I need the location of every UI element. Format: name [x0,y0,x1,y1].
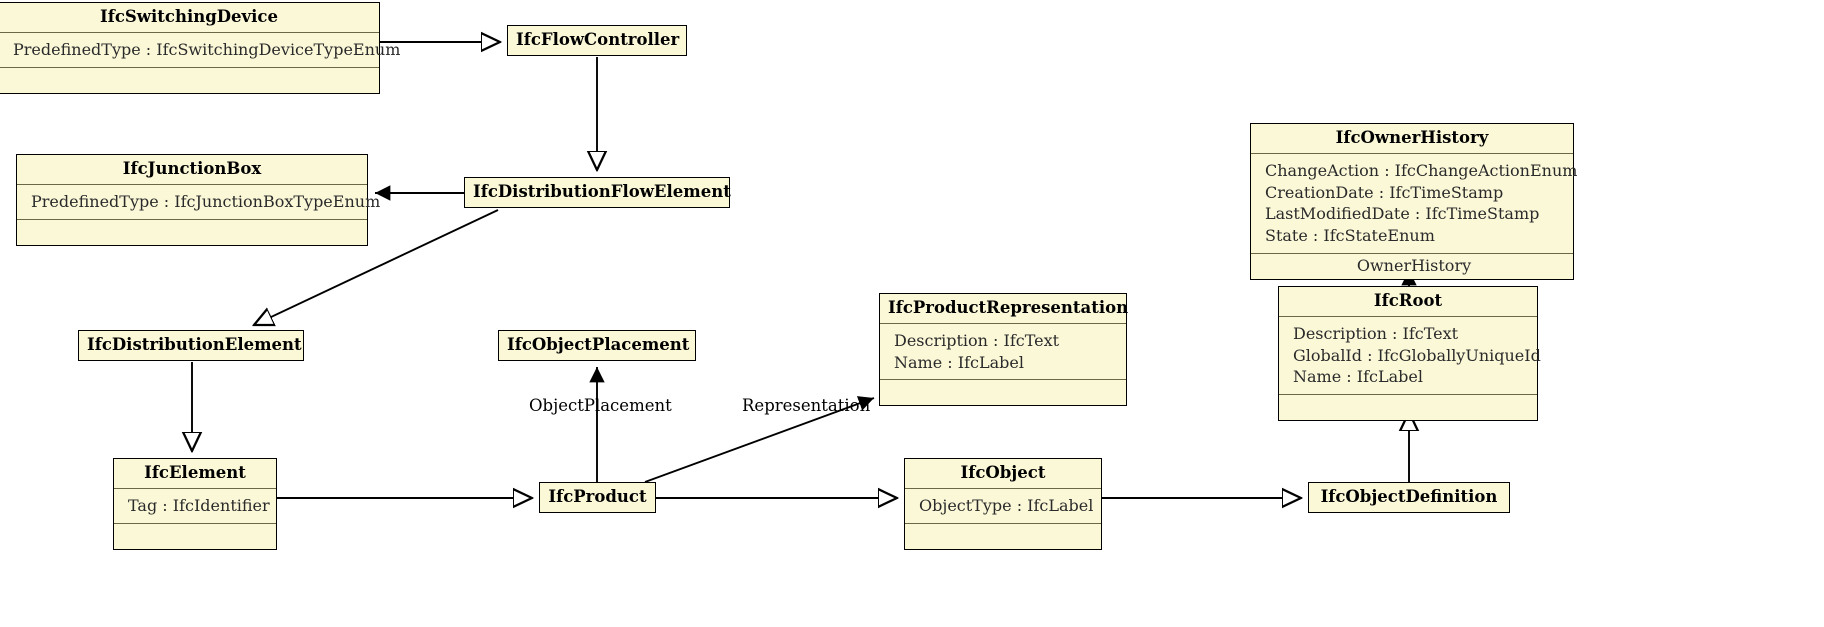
class-box-ifcobjectplacement[interactable]: IfcObjectPlacement [498,330,696,361]
compartment-separator [880,379,1126,381]
edge-label-representation: Representation [742,396,871,415]
class-title: IfcJunctionBox [122,159,262,178]
compartment-separator [1251,152,1573,154]
class-box-ifcobject[interactable]: IfcObject ObjectType : IfcLabel [904,458,1102,550]
class-operations [905,524,1101,549]
compartment-separator [17,218,367,220]
class-attributes: ObjectType : IfcLabel [905,489,1101,523]
class-title: IfcProductRepresentation [888,298,1129,317]
class-box-ifcownerhistory[interactable]: IfcOwnerHistory ChangeAction : IfcChange… [1250,123,1578,280]
attribute-line: Name : IfcLabel [1293,367,1423,387]
compartment-separator [114,522,276,524]
attribute-line: State : IfcStateEnum [1265,226,1435,246]
attribute-line: Tag : IfcIdentifier [128,495,270,515]
class-title: IfcElement [144,463,246,482]
attribute-line: PredefinedType : IfcJunctionBoxTypeEnum [31,191,381,211]
class-box-ifcobjectdefinition[interactable]: IfcObjectDefinition [1308,482,1510,513]
class-box-ifcdistributionelement[interactable]: IfcDistributionElement [78,330,304,361]
class-attributes: Description : IfcText Name : IfcLabel [880,324,1126,380]
class-box-ifcroot[interactable]: IfcRoot Description : IfcText GlobalId :… [1278,286,1541,422]
compartment-separator [0,31,379,33]
compartment-separator [905,522,1101,524]
class-box-ifcdistributionflowelement[interactable]: IfcDistributionFlowElement [464,177,731,208]
attribute-line: ChangeAction : IfcChangeActionEnum [1265,160,1578,180]
class-attributes: ChangeAction : IfcChangeActionEnum Creat… [1251,154,1578,253]
class-box-ifcproductrepresentation[interactable]: IfcProductRepresentation Description : I… [879,293,1129,407]
class-title: IfcObject [960,463,1046,482]
attribute-line: Description : IfcText [894,330,1060,350]
class-attributes: Description : IfcText GlobalId : IfcGlob… [1279,317,1541,394]
class-title: IfcDistributionFlowElement [473,182,731,201]
compartment-separator [880,322,1126,324]
edge-label-objectplacement: ObjectPlacement [529,396,672,415]
class-attributes: PredefinedType : IfcSwitchingDeviceTypeE… [0,33,401,67]
attribute-line: ObjectType : IfcLabel [919,495,1094,515]
class-box-ifcjunctionbox[interactable]: IfcJunctionBox PredefinedType : IfcJunct… [16,154,381,246]
class-box-ifcswitchingdevice[interactable]: IfcSwitchingDevice PredefinedType : IfcS… [0,2,401,94]
attribute-line: GlobalId : IfcGloballyUniqueId [1293,345,1541,365]
attribute-line: PredefinedType : IfcSwitchingDeviceTypeE… [13,39,401,59]
class-attributes: Tag : IfcIdentifier [114,489,276,523]
compartment-separator [1279,315,1537,317]
class-attributes: PredefinedType : IfcJunctionBoxTypeEnum [17,185,381,219]
class-box-ifcflowcontroller[interactable]: IfcFlowController [507,25,687,56]
compartment-separator [0,66,379,68]
attribute-line: CreationDate : IfcTimeStamp [1265,182,1504,202]
class-operations [880,380,1126,405]
class-title: IfcSwitchingDevice [100,7,278,26]
compartment-separator [1251,252,1573,254]
class-title: IfcObjectDefinition [1320,487,1498,506]
compartment-separator [1279,394,1537,396]
class-box-ifcelement[interactable]: IfcElement Tag : IfcIdentifier [113,458,277,550]
class-operations [1279,395,1537,420]
class-title: IfcObjectPlacement [507,335,690,354]
compartment-separator [114,487,276,489]
compartment-separator [905,487,1101,489]
class-operations: OwnerHistory [1356,255,1472,275]
class-title: IfcProduct [548,487,647,506]
class-title: IfcRoot [1373,291,1443,310]
class-box-ifcproduct[interactable]: IfcProduct [539,482,656,513]
compartment-separator [17,183,367,185]
attribute-line: Name : IfcLabel [894,352,1024,372]
class-title: IfcFlowController [516,30,680,49]
class-title: IfcOwnerHistory [1335,128,1489,147]
class-operations [17,220,367,245]
class-operations [114,524,276,549]
attribute-line: LastModifiedDate : IfcTimeStamp [1265,204,1540,224]
class-operations [0,68,379,93]
attribute-line: Description : IfcText [1293,323,1459,343]
class-title: IfcDistributionElement [87,335,302,354]
